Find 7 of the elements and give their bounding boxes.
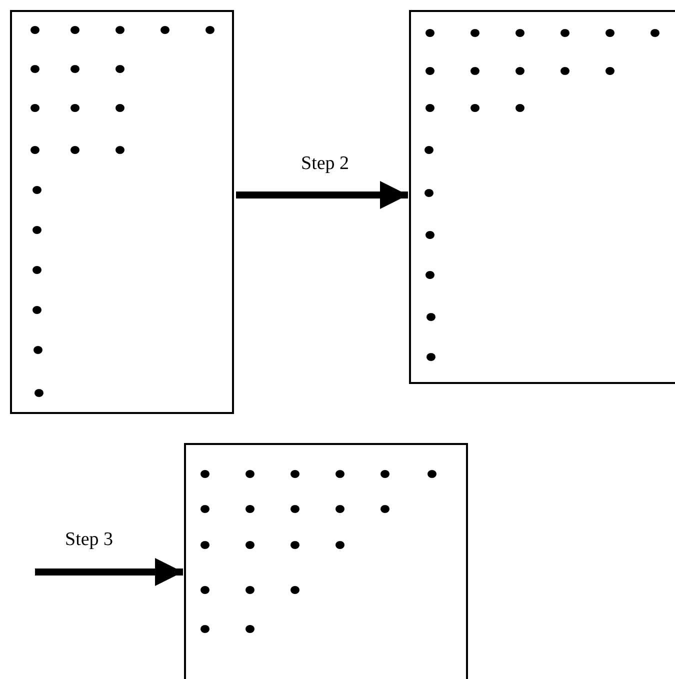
edge-label: Step 3 [64,530,114,551]
dot-panel [184,443,468,679]
dot-panel [409,10,675,384]
arrow [236,181,408,209]
edge-label: Step 2 [300,154,350,175]
arrow [35,558,183,586]
dot-panel [10,10,234,414]
